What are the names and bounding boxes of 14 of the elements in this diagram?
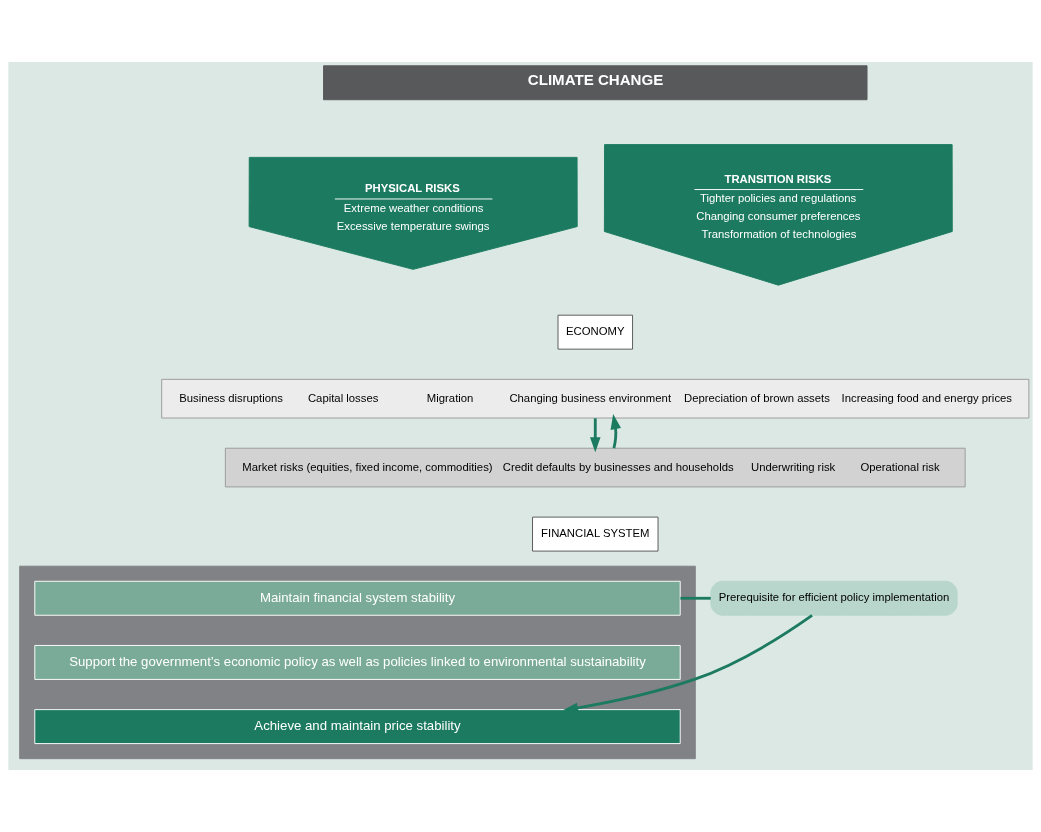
node-box: Business disruptions Capital losses Migration Changing business environment Depreciation of brown assets Increasing food and energy prices — [161, 378, 1030, 419]
node-box: Achieve and maintain price stability — [34, 709, 681, 745]
node-box: FINANCIAL SYSTEM — [532, 516, 659, 552]
node-box: Maintain financial system stability — [34, 580, 681, 616]
node-box: Support the government’s economic policy as well as policies linked to environmental sustainability — [34, 645, 681, 680]
arrow — [610, 414, 621, 449]
node-box: Market risks (equities, fixed income, commodities) Credit defaults by businesses and households Underwriting risk Operational risk — [224, 447, 966, 488]
node-box: CLIMATE CHANGE — [323, 65, 868, 101]
arrow — [562, 614, 813, 714]
connector — [680, 596, 711, 600]
node-box: ECONOMY — [557, 314, 633, 350]
arrow — [590, 418, 601, 453]
cluster — [19, 565, 696, 760]
node-box: Prerequisite for efficient policy implementation — [710, 580, 958, 616]
